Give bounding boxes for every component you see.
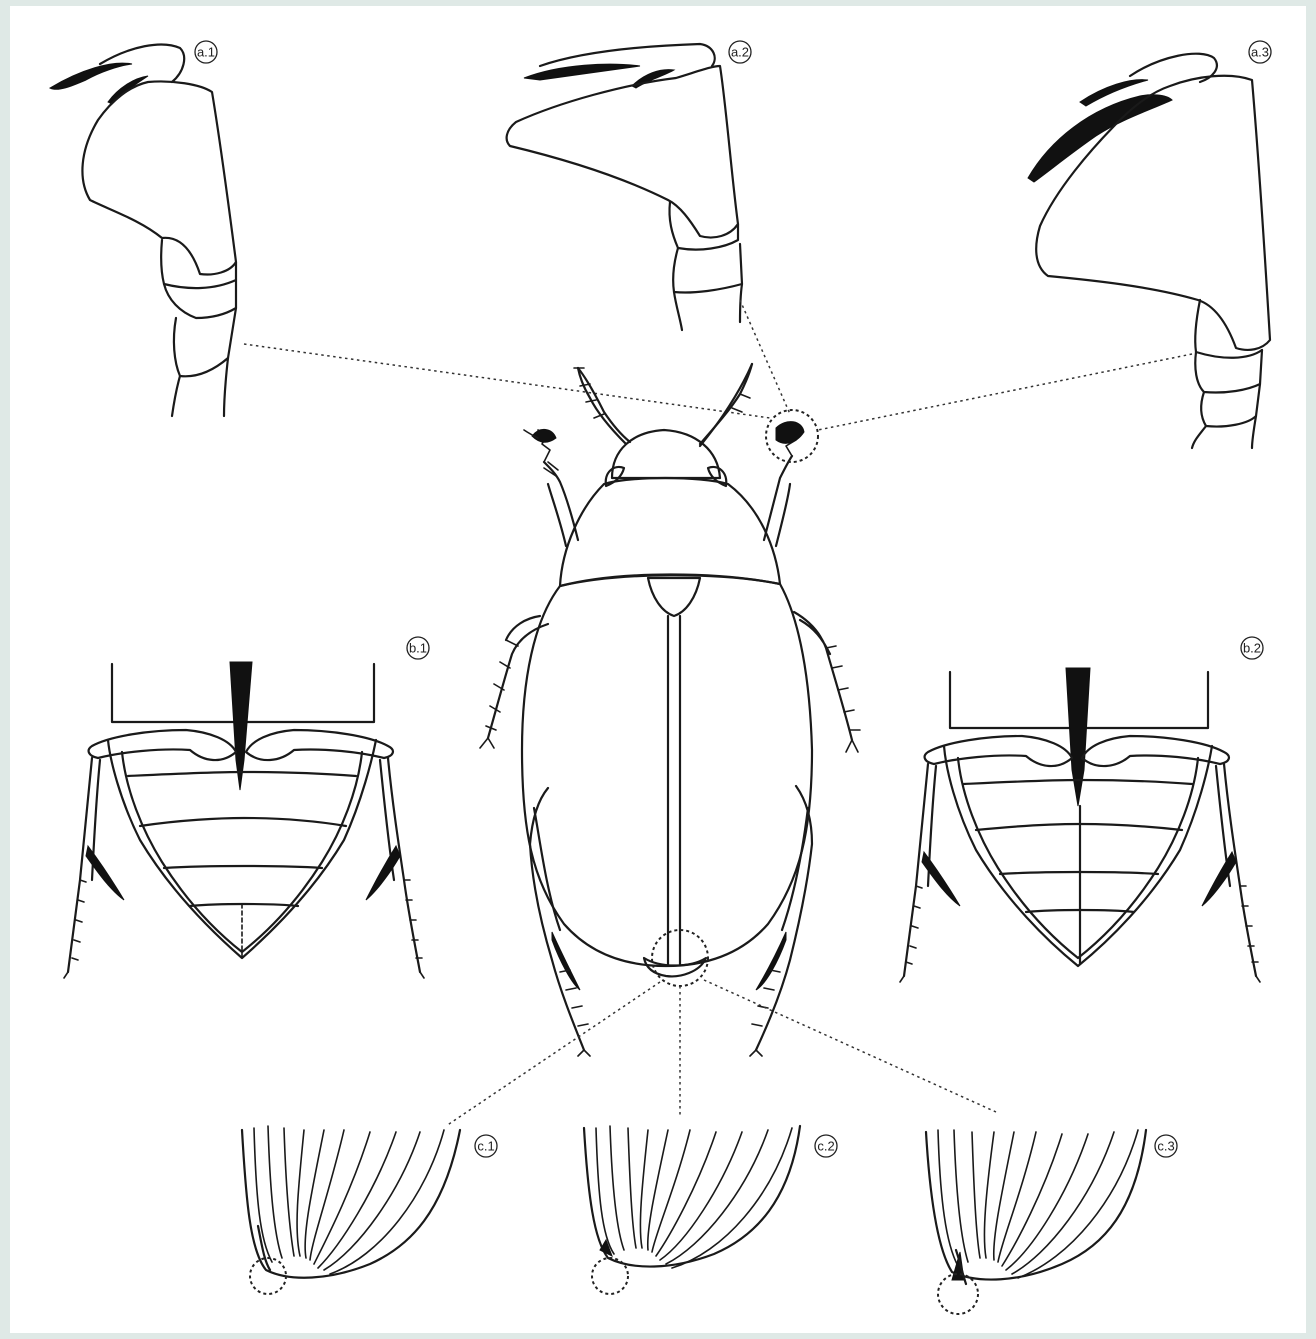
elytral-apex-c2 [584, 1126, 800, 1294]
tarsal-segment-a1-2 [161, 240, 236, 288]
connector-lines-bottom [446, 980, 996, 1126]
label-a1-text: a.1 [197, 45, 215, 60]
beetle-pronotum [560, 478, 780, 586]
claw-a3-major [1028, 95, 1172, 182]
claw-a1-outline [100, 45, 184, 82]
elytral-apex-c3 [926, 1130, 1146, 1314]
ventral-b2-coxa-right [1082, 736, 1229, 766]
label-a2-text: a.2 [731, 45, 749, 60]
apex-c3-striae [938, 1130, 1138, 1278]
label-a3-text: a.3 [1251, 45, 1269, 60]
beetle-dorsal-view [480, 364, 860, 1056]
apex-c2-striae [596, 1126, 792, 1268]
claw-a2-outline [540, 44, 715, 66]
ventral-b1-coxa-left [89, 730, 236, 760]
ventral-b1-keel [230, 662, 252, 790]
elytral-suture [668, 616, 680, 964]
ventral-b2-keel [1066, 668, 1090, 806]
ventral-b2-coxa-left [925, 736, 1072, 766]
label-c3-text: c.3 [1157, 1139, 1174, 1154]
ventral-b1-sternites [128, 772, 356, 906]
apex-c1-striae [254, 1126, 444, 1274]
tarsal-segment-a1-terminal [82, 81, 236, 274]
label-c1: c.1 [475, 1135, 497, 1157]
beetle-scutellum [648, 578, 700, 616]
label-b2: b.2 [1241, 637, 1263, 659]
label-b1-text: b.1 [409, 641, 427, 656]
midleg-right [794, 612, 852, 740]
claw-a1-major [50, 63, 132, 89]
tarsal-segment-a3-4 [1201, 384, 1260, 427]
foreleg-left-claw [532, 429, 556, 442]
foreleg-right-claw [776, 422, 804, 444]
label-a1: a.1 [195, 41, 217, 63]
tarsus-detail-a2 [507, 44, 742, 330]
label-c3: c.3 [1155, 1135, 1177, 1157]
tarsal-segment-a3-terminal [1036, 76, 1270, 350]
label-a3: a.3 [1249, 41, 1271, 63]
apex-c1-tip [258, 1226, 270, 1270]
ventral-view-b2 [900, 668, 1260, 982]
elytral-apex-c1 [242, 1126, 460, 1294]
label-a2: a.2 [729, 41, 751, 63]
label-c1-text: c.1 [477, 1139, 494, 1154]
label-b1: b.1 [407, 637, 429, 659]
tarsal-segment-a3-3 [1195, 350, 1262, 393]
tarsus-detail-a1 [50, 45, 236, 416]
tarsal-segment-a2-3 [673, 244, 742, 293]
ventral-view-b1 [64, 662, 424, 978]
foreleg-right [764, 456, 792, 546]
hindleg-left [530, 788, 584, 1050]
midleg-left [488, 616, 548, 738]
apex-c2-detail-circle [592, 1258, 628, 1294]
antenna-right [700, 364, 752, 444]
hindleg-right [756, 786, 812, 1050]
tarsal-segment-a2-terminal [507, 66, 738, 238]
tarsus-detail-a3 [1028, 54, 1270, 448]
tarsal-segment-a1-base [172, 358, 228, 416]
apex-c1-outline [242, 1130, 460, 1278]
label-c2: c.2 [815, 1135, 837, 1157]
label-c2-text: c.2 [817, 1139, 834, 1154]
ventral-b1-coxa-right [246, 730, 393, 760]
label-b2-text: b.2 [1243, 641, 1261, 656]
beetle-head [612, 430, 720, 478]
connector-lines-top [244, 300, 1192, 430]
